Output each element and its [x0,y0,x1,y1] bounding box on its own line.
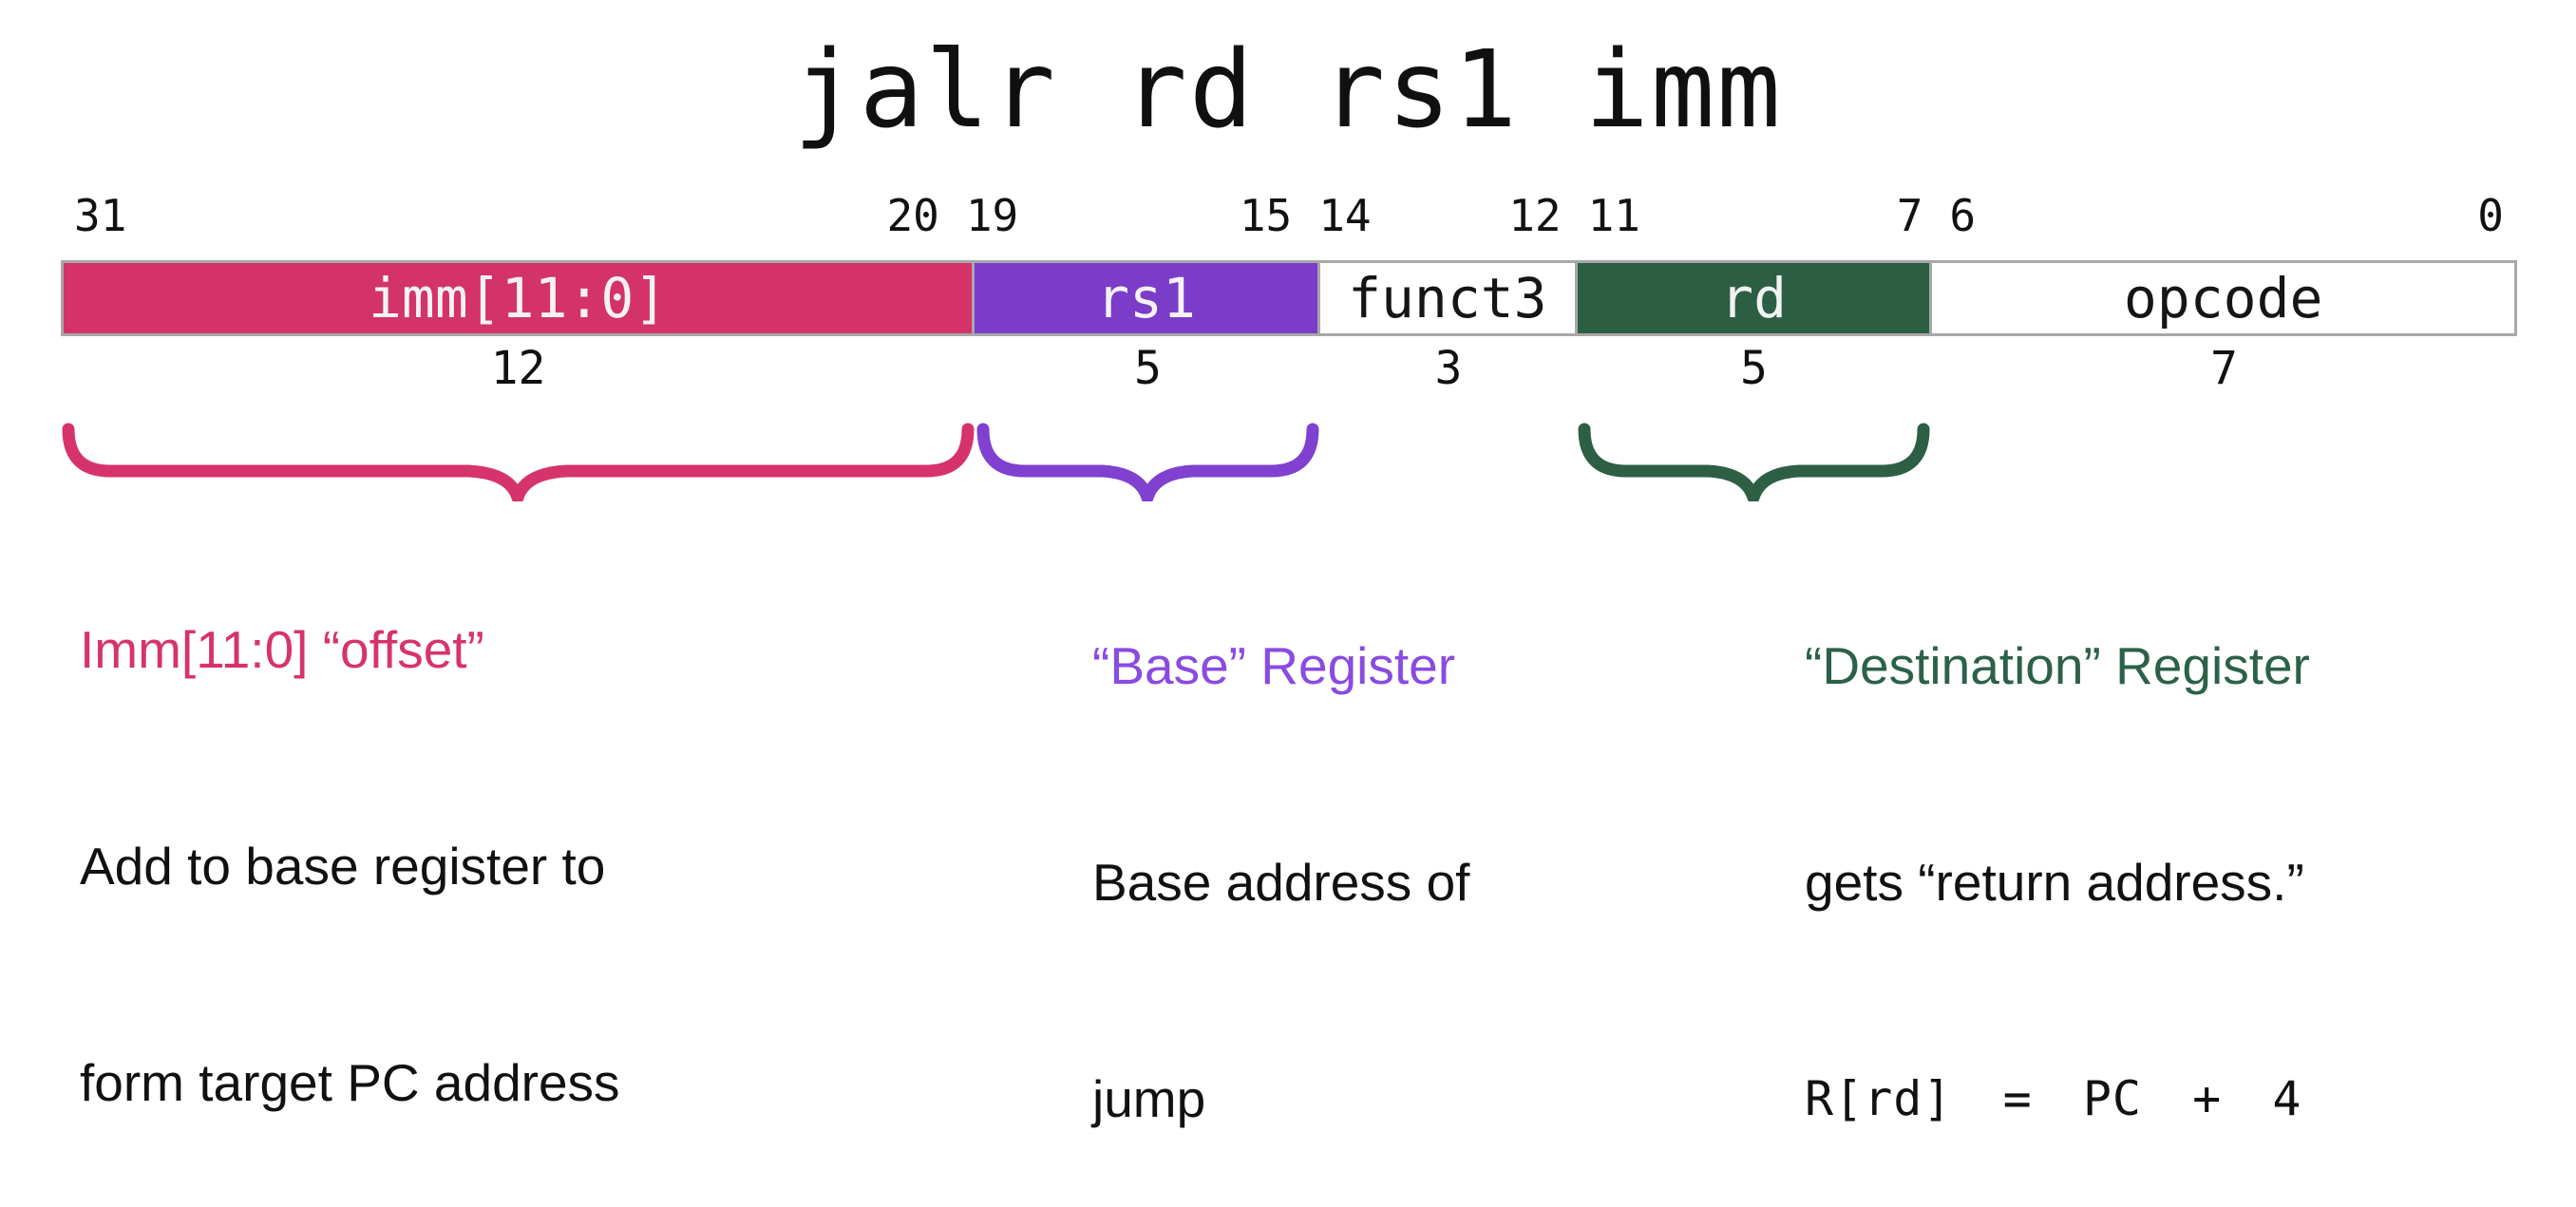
rd-bit-range: 11 7 [1575,188,1937,241]
rs1-width-label: 5 [1134,342,1162,395]
rd-high-bit: 11 [1587,190,1640,241]
imm-brace [61,420,975,501]
funct3-field-box: funct3 [1316,263,1575,333]
funct3-high-bit: 14 [1318,190,1372,241]
rs1-annotation: “Base” Register Base address of jump [1092,485,1469,1207]
rs1-high-bit: 19 [965,190,1019,241]
opcode-high-bit: 6 [1949,190,1977,241]
opcode-bit-range: 6 0 [1936,188,2517,241]
funct3-bit-range: 14 12 [1305,188,1574,241]
rs1-field-box: rs1 [972,263,1317,333]
rd-annotation: “Destination” Register gets “return addr… [1805,485,2310,1207]
rs1-annotation-line1: Base address of [1092,853,1470,912]
rs1-low-bit: 15 [1239,190,1293,241]
imm-bit-range: 31 20 [61,188,953,241]
funct3-low-bit: 12 [1508,190,1562,241]
rs1-annotation-line2: jump [1092,1069,1206,1128]
instruction-title: jalr rd rs1 imm [793,28,1783,152]
rd-field-box: rd [1574,263,1930,333]
rd-width-label: 5 [1740,342,1768,395]
funct3-width-label: 3 [1434,342,1463,395]
imm-annotation-line2: form target PC address [80,1053,620,1112]
imm-annotation: Imm[11:0] “offset” Add to base register … [80,469,620,1191]
opcode-low-bit: 0 [2477,190,2504,241]
opcode-field-box: opcode [1929,263,2514,333]
rd-annotation-code: R[rd] = PC + 4 [1805,1071,2302,1126]
imm-width-label: 12 [490,342,546,395]
rd-annotation-heading: “Destination” Register [1805,636,2310,695]
bit-width-row: 12 5 3 5 7 [61,342,2517,395]
rs1-bit-range: 19 15 [953,188,1305,241]
rd-annotation-line1: gets “return address.” [1805,853,2304,912]
imm-annotation-line1: Add to base register to [80,837,606,896]
instruction-field-boxes: imm[11:0] rs1 funct3 rd opcode [61,260,2517,336]
opcode-width-label: 7 [2210,342,2238,395]
imm-annotation-heading: Imm[11:0] “offset” [80,620,484,679]
rs1-brace [975,420,1320,501]
rd-brace [1577,420,1931,501]
rs1-annotation-heading: “Base” Register [1092,636,1456,695]
imm-high-bit: 31 [74,190,127,241]
imm-low-bit: 20 [886,190,939,241]
rd-low-bit: 7 [1896,190,1923,241]
imm-field-box: imm[11:0] [64,263,973,333]
bit-index-row: 31 20 19 15 14 12 11 7 6 0 [61,188,2517,241]
